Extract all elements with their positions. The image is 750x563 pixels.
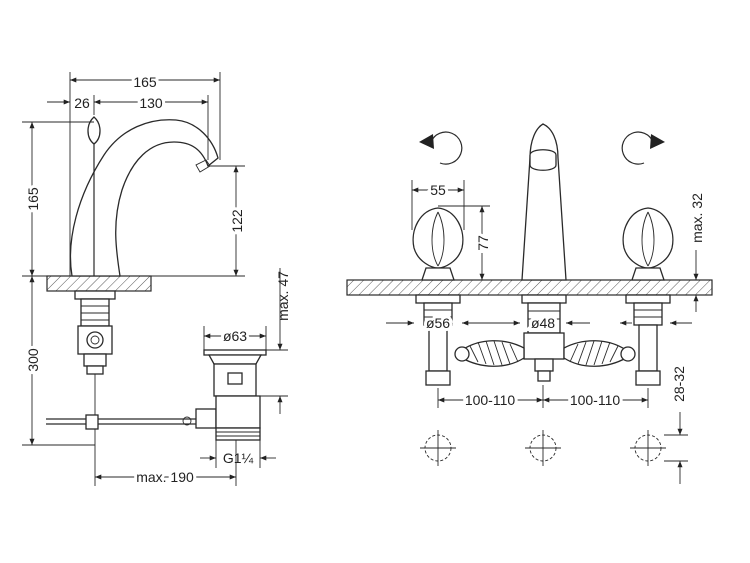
side-handle <box>87 116 101 145</box>
dim-g114: G1¼ <box>223 450 254 466</box>
dim-122: 122 <box>229 209 245 233</box>
dim-max-190: max. 190 <box>136 469 194 485</box>
dim-max-32: max. 32 <box>689 193 705 243</box>
front-spout <box>521 123 567 382</box>
deck-section <box>46 275 152 292</box>
dim-77: 77 <box>475 235 491 251</box>
front-view: 55 77 max. 32 ø56 ø48 100-110 100-110 28… <box>346 123 713 484</box>
right-handle <box>622 207 674 386</box>
rotate-ccw-icon <box>430 131 463 165</box>
dim-max-47: max. 47 <box>275 271 291 321</box>
hole-pattern <box>420 430 666 466</box>
dim-130: 130 <box>139 95 163 111</box>
dim-55: 55 <box>430 182 446 198</box>
spout <box>69 119 219 277</box>
dim-28-32: 28-32 <box>671 366 687 402</box>
lock-nut <box>74 290 116 300</box>
dim-300: 300 <box>25 348 41 372</box>
dim-165-height: 165 <box>25 187 41 211</box>
dim-o56: ø56 <box>426 315 450 331</box>
dim-o48: ø48 <box>531 315 555 331</box>
dim-spacing-left: 100-110 <box>465 392 516 408</box>
side-view: 165 26 130 165 122 300 ø63 max. 47 G1¼ m… <box>22 71 291 488</box>
rotate-cw-icon <box>621 131 654 165</box>
dim-26: 26 <box>74 95 90 111</box>
dim-o63: ø63 <box>223 328 247 344</box>
left-handle <box>412 207 464 386</box>
deck-section-front <box>346 279 713 296</box>
dim-165-reach: 165 <box>133 74 157 90</box>
dim-spacing-right: 100-110 <box>570 392 621 408</box>
pop-up-waste <box>182 349 267 441</box>
